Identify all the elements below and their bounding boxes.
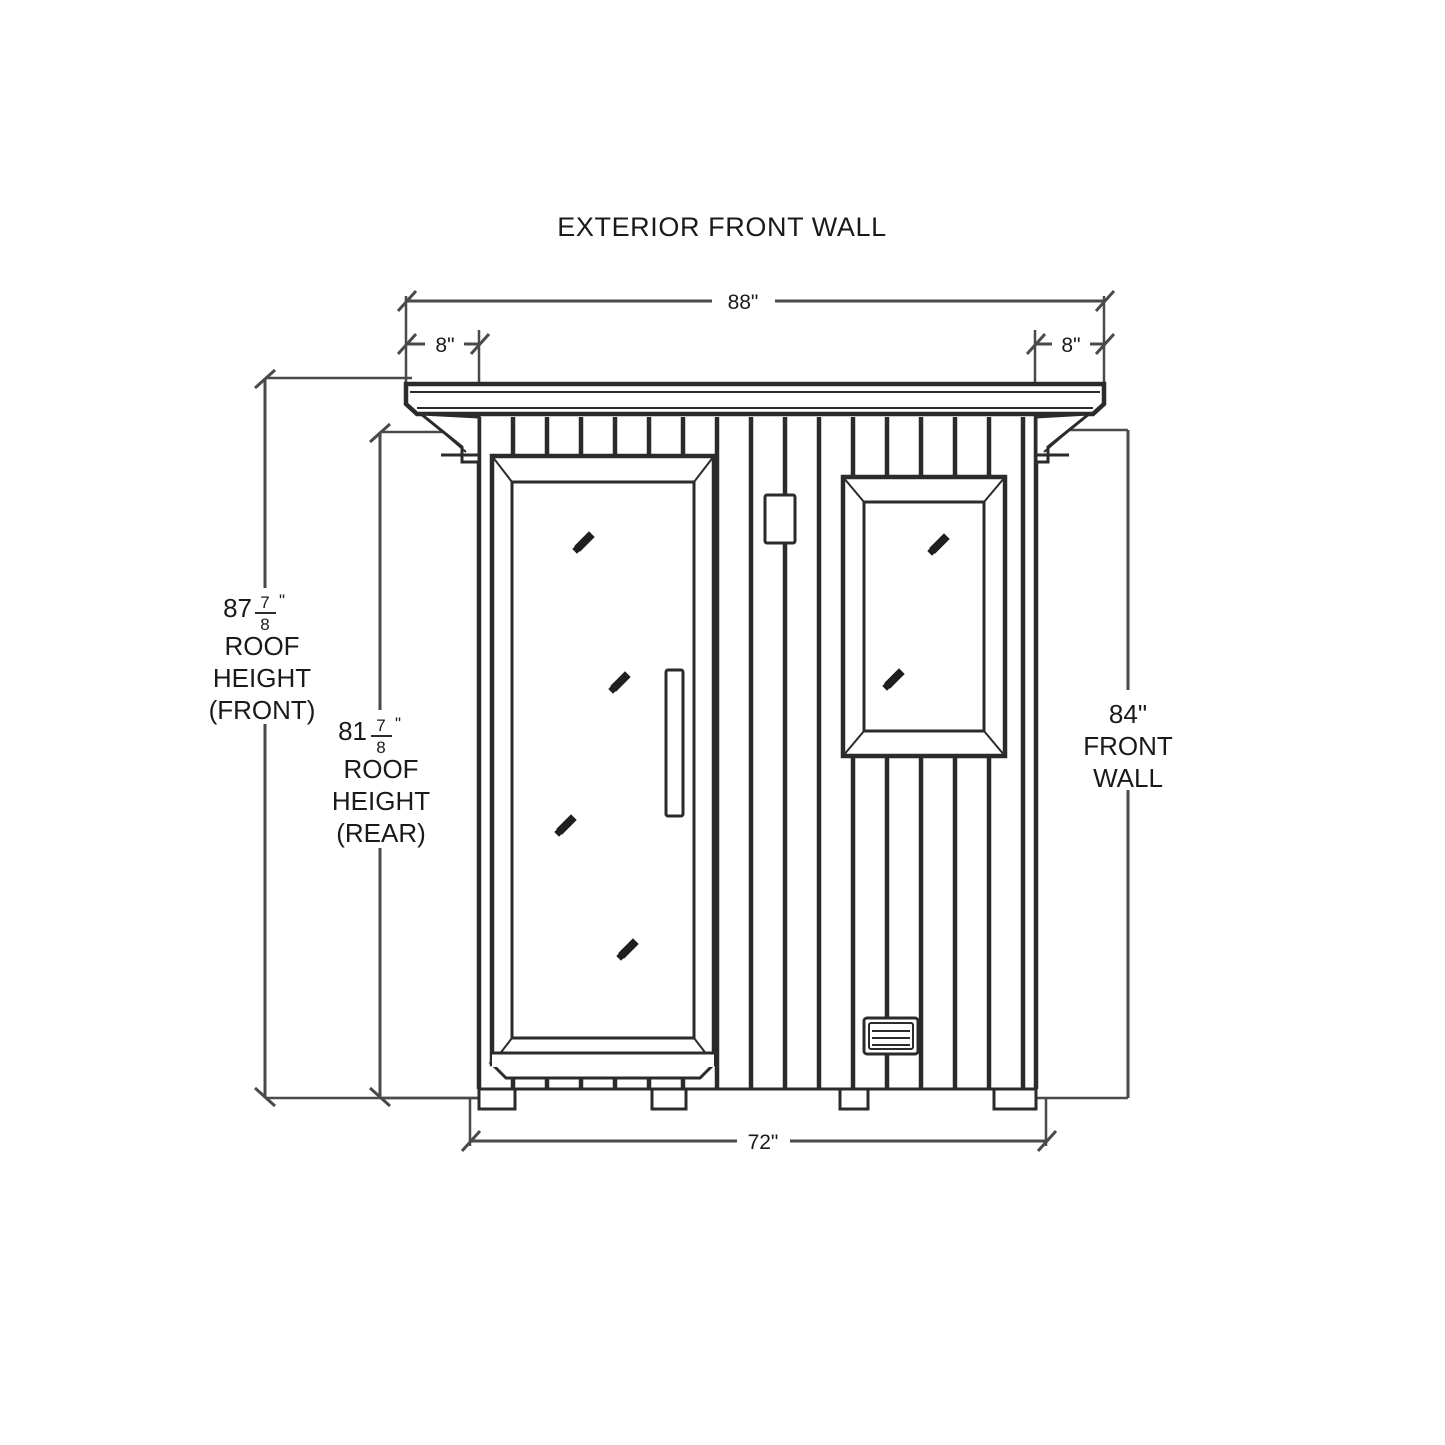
base-feet-group [477, 1087, 1038, 1111]
dim-label-roof-height-front-line2: HEIGHT [213, 663, 311, 693]
right-base-foot [992, 1087, 1038, 1111]
dim-label-roof-width: 88" [728, 291, 759, 314]
vent-inner-frame [868, 1022, 914, 1050]
louvered-vent[interactable] [862, 1016, 920, 1056]
window-miter-bl [842, 730, 865, 757]
door-threshold [488, 1051, 718, 1080]
dim-label-roof-height-rear-denominator: 8 [376, 738, 385, 757]
tick-8-left-a [396, 332, 418, 356]
dim-label-base-width: 72" [748, 1131, 779, 1154]
roof-height-front-dimension: 87 7 8 " ROOF HEIGHT (FRONT) [209, 368, 480, 1108]
front-wall-height-dimension: 84" FRONT WALL [1035, 428, 1173, 1100]
dim-label-roof-height-front-whole: 87 [223, 593, 252, 623]
door-base-foot [650, 1087, 688, 1111]
window-glass-panel [862, 500, 986, 733]
tick-72-left [460, 1129, 482, 1153]
dim-label-roof-height-rear-line1: ROOF [343, 754, 418, 784]
tick-88-left [396, 289, 418, 313]
window-miter-tl [842, 476, 865, 503]
tick-8-right-a [1025, 332, 1047, 356]
window-miter-br [983, 730, 1006, 757]
dim-label-roof-height-front-inch: " [279, 591, 285, 610]
door-pull-handle[interactable] [664, 668, 685, 818]
dim-label-roof-height-rear-line2: HEIGHT [332, 786, 430, 816]
dim-label-front-wall-line1: FRONT [1083, 731, 1173, 761]
left-base-foot [477, 1087, 517, 1111]
glass-entry-door[interactable] [489, 453, 717, 1067]
base-width-dimension: 72" [460, 1098, 1058, 1154]
wall-light-fixture[interactable] [763, 493, 797, 545]
mid-base-foot [838, 1087, 870, 1111]
dim-label-left-overhang: 8" [435, 334, 454, 357]
dim-label-roof-height-front-line1: ROOF [224, 631, 299, 661]
dim-label-roof-height-front-numerator: 7 [260, 593, 269, 612]
right-eave-bracket [1034, 412, 1094, 464]
tick-72-right [1036, 1129, 1058, 1153]
light-fixture-body [763, 493, 797, 545]
door-glass-marks [554, 531, 639, 961]
roof-panel [403, 381, 1107, 417]
dim-label-roof-height-rear-inch: " [395, 714, 401, 733]
fixed-window[interactable] [840, 474, 1008, 759]
window-miter-tr [983, 476, 1006, 503]
window-glass-marks [882, 533, 950, 691]
dim-label-roof-height-rear-numerator: 7 [376, 716, 385, 735]
drawing-title: EXTERIOR FRONT WALL [557, 212, 886, 242]
dim-label-right-overhang: 8" [1061, 334, 1080, 357]
dim-label-front-wall-value: 84" [1109, 699, 1147, 729]
door-miter-tl [491, 455, 513, 483]
door-glass-panel [510, 480, 696, 1040]
dim-label-roof-height-rear-line3: (REAR) [336, 818, 426, 848]
dim-label-front-wall-line2: WALL [1093, 763, 1163, 793]
roof-height-rear-dimension: 81 7 8 " ROOF HEIGHT (REAR) [332, 422, 480, 1108]
tick-88-right [1094, 289, 1116, 313]
left-eave-bracket [416, 412, 481, 464]
top-dimension-group: 88" 8" 8" [396, 289, 1116, 430]
tick-8-left-b [469, 332, 491, 356]
dim-label-roof-height-front-denominator: 8 [260, 615, 269, 634]
dim-label-roof-height-rear-whole: 81 [338, 716, 367, 746]
door-miter-tr [693, 455, 715, 483]
dim-label-roof-height-front-line3: (FRONT) [209, 695, 316, 725]
tick-8-right-b [1094, 332, 1116, 356]
